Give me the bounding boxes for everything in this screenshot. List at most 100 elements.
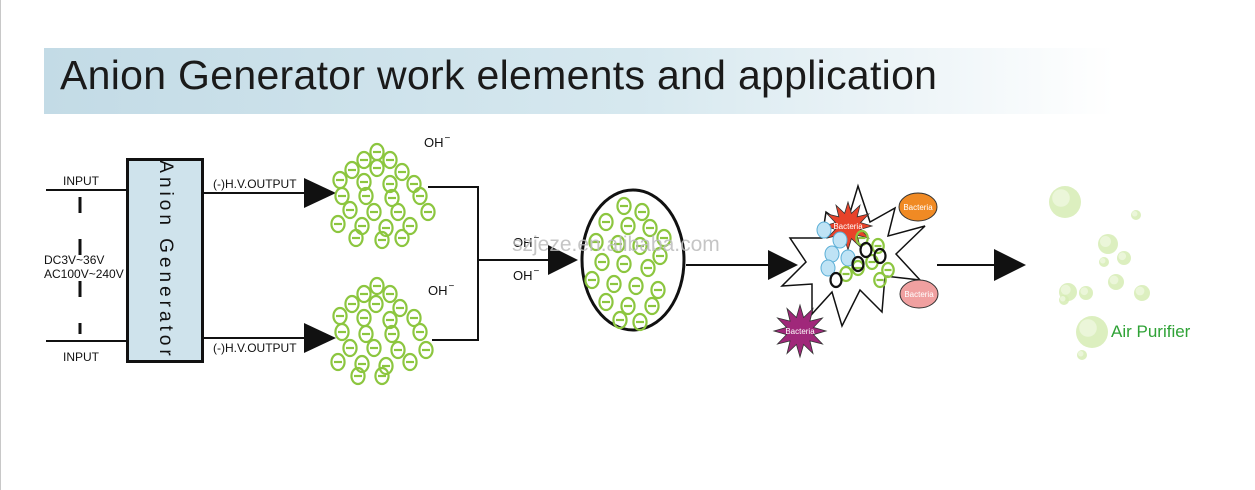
negative-ion [628, 276, 644, 296]
dead-bacteria-ring [859, 241, 873, 259]
negative-ion [374, 230, 390, 250]
ion-charge: − [448, 281, 455, 292]
merge-arrow-head [548, 245, 578, 275]
anion-generator-box [126, 158, 204, 363]
negative-ion [642, 218, 658, 238]
bacteria-label: Bacteria [904, 290, 934, 299]
negative-ion [620, 216, 636, 236]
negative-ion [378, 218, 394, 238]
air-purifier-label: Air Purifier [1111, 322, 1191, 341]
ion-label-2: OH− [428, 281, 454, 298]
left-border [0, 0, 1, 490]
air-bubble [1108, 274, 1124, 290]
negative-ion [382, 150, 398, 170]
negative-ion [330, 214, 346, 234]
air-bubble [1079, 286, 1093, 300]
negative-ion [420, 202, 436, 222]
bacteria-blue [832, 231, 848, 249]
ion-symbol: OH [513, 235, 533, 250]
negative-ion [368, 294, 384, 314]
output-label-bottom: (-)H.V.OUTPUT [213, 341, 297, 355]
negative-ion [402, 352, 418, 372]
negative-ion [873, 271, 887, 289]
merge-bracket [428, 186, 479, 341]
negative-ion [366, 202, 382, 222]
negative-ion [610, 234, 626, 254]
air-bubble [1076, 316, 1108, 348]
negative-ion [378, 356, 394, 376]
negative-ion [350, 366, 366, 386]
negative-ion [652, 246, 668, 266]
input-label-top: INPUT [63, 174, 99, 188]
input-label-bottom: INPUT [63, 350, 99, 364]
output-arrow-top-head [304, 178, 336, 208]
negative-ion [406, 308, 422, 328]
air-bubble [1077, 350, 1087, 360]
negative-ion [402, 216, 418, 236]
ion-label-1: OH− [424, 133, 450, 150]
bacteria-label: Bacteria [833, 222, 863, 231]
negative-ion [348, 228, 364, 248]
ion-charge: − [444, 133, 451, 144]
negative-ion [634, 202, 650, 222]
negative-ion [871, 237, 885, 255]
ion-charge: − [533, 266, 540, 277]
ion-symbol: OH [424, 135, 444, 150]
negative-ion [330, 352, 346, 372]
negative-ion [406, 174, 422, 194]
bacteria-label: Bacteria [903, 203, 933, 212]
air-bubble [1049, 186, 1081, 218]
negative-ion [342, 338, 358, 358]
negative-ion [374, 366, 390, 386]
negative-ion [656, 228, 672, 248]
negative-ion [616, 254, 632, 274]
negative-ion [412, 186, 428, 206]
air-bubble [1117, 251, 1131, 265]
air-bubble [1134, 285, 1150, 301]
negative-ion [382, 310, 398, 330]
negative-ion [356, 172, 372, 192]
negative-ion [334, 186, 350, 206]
negative-ion [394, 162, 410, 182]
negative-ion [632, 312, 648, 332]
negative-ion [384, 188, 400, 208]
page-title: Anion Generator work elements and applic… [60, 52, 938, 98]
output-arrow-bottom-head [304, 323, 336, 353]
negative-ion [334, 322, 350, 342]
negative-ion [632, 236, 648, 256]
air-bubbles [1049, 186, 1150, 360]
bacteria-orange [898, 192, 938, 222]
negative-ion [342, 200, 358, 220]
watermark: szjeze.en.alibaba.com [512, 233, 720, 256]
voltage-dc-label: DC3V~36V [44, 253, 105, 267]
negative-ion [612, 310, 628, 330]
negative-ion [881, 261, 895, 279]
negative-ion [412, 322, 428, 342]
negative-ion [620, 296, 636, 316]
air-bubble [1131, 210, 1141, 220]
negative-ion [382, 284, 398, 304]
ion-label-4: OH− [513, 266, 539, 283]
bacteria-blue [816, 221, 832, 239]
ion-symbol: OH [428, 283, 448, 298]
bacteria-label: Bacteria [785, 327, 815, 336]
negative-ion [332, 170, 348, 190]
air-bubble [1059, 295, 1069, 305]
negative-ion [594, 252, 610, 272]
negative-ion [384, 324, 400, 344]
ion-clusters [330, 142, 672, 386]
negative-ion [358, 186, 374, 206]
negative-ion [644, 296, 660, 316]
voltage-ac-label: AC100V~240V [44, 267, 124, 281]
ion-charge: − [533, 233, 540, 244]
negative-ion [598, 292, 614, 312]
output-label-top: (-)H.V.OUTPUT [213, 177, 297, 191]
negative-ion [418, 340, 434, 360]
anion-generator-label: Anion Generator [155, 160, 176, 360]
negative-ion [332, 306, 348, 326]
negative-ion [366, 338, 382, 358]
negative-ion [650, 280, 666, 300]
bacteria-purple [772, 303, 828, 359]
negative-ion [369, 276, 385, 296]
